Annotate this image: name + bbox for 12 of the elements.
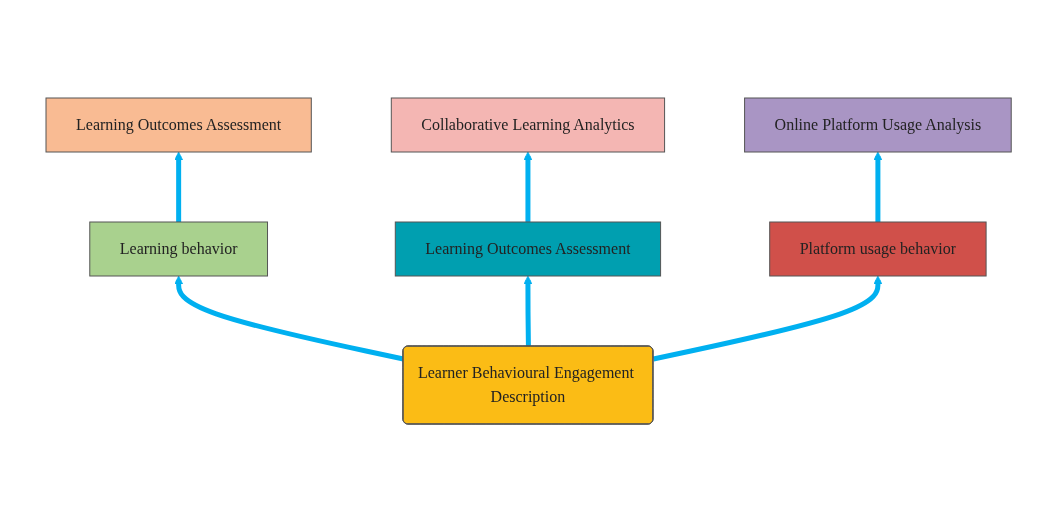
arrow <box>174 275 405 362</box>
node-box: Learning behavior <box>89 221 269 277</box>
node-box: Online Platform Usage Analysis <box>744 97 1013 153</box>
node-box: Learning Outcomes Assessment <box>45 97 313 153</box>
node-box: Platform usage behavior <box>769 221 987 277</box>
arrow <box>523 275 533 347</box>
arrow <box>174 151 184 222</box>
node-box: Learning Outcomes Assessment <box>395 221 662 277</box>
arrow <box>653 275 883 362</box>
node-box: Collaborative Learning Analytics <box>391 97 666 153</box>
arrow <box>523 151 533 222</box>
arrow <box>873 151 883 222</box>
